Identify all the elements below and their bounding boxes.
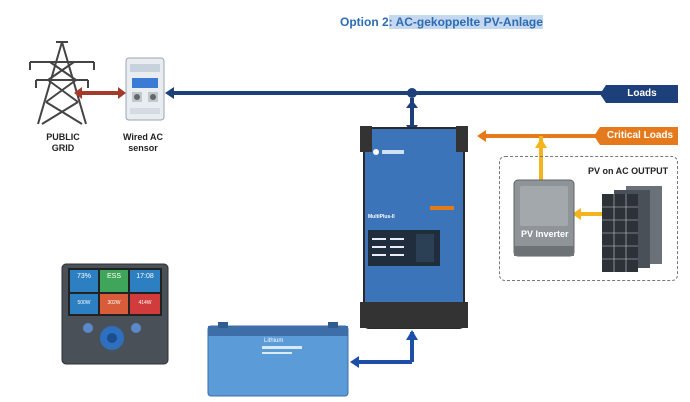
gx-tile-3-top: 17:08: [136, 273, 154, 280]
wired-ac-sensor-label: Wired AC sensor: [110, 132, 176, 154]
loads-label: Loads: [627, 88, 657, 99]
battery-icon: [207, 322, 349, 397]
public-grid-label: PUBLIC GRID: [38, 132, 88, 154]
gx-tile-1-bottom: 500W: [77, 300, 91, 306]
pv-link: [535, 136, 602, 220]
transmission-tower-icon: [29, 41, 95, 125]
critical-loads-label: Critical Loads: [606, 130, 674, 141]
title-prefix: Option 2: [340, 15, 389, 29]
gx-display-icon: [61, 263, 169, 365]
multiplus-name: MultiPlus-II: [368, 214, 395, 220]
ac-bus-line: [165, 87, 606, 134]
public-grid-label-line2: GRID: [51, 143, 75, 153]
solar-panel-icon: [602, 186, 662, 272]
ac-sensor-icon: [125, 57, 165, 121]
gx-tile-1-top: 73%: [76, 273, 91, 280]
title-highlight: : AC-gekoppelte PV-Anlage: [388, 15, 543, 29]
public-grid-label-line1: PUBLIC: [46, 132, 80, 142]
loads-node: [600, 85, 678, 103]
grid-link: [74, 87, 126, 99]
gx-tile-2-bottom: 302W: [107, 300, 121, 306]
gx-tile-2-top: ESS: [106, 273, 121, 280]
wired-ac-sensor-label-line1: Wired AC: [122, 132, 164, 142]
pv-inverter-label: PV Inverter: [521, 229, 569, 239]
battery-link: [350, 330, 418, 368]
inverter-charger-icon: [360, 126, 468, 329]
pv-inverter-icon: [513, 179, 575, 257]
pv-output-label: PV on AC OUTPUT: [588, 166, 669, 176]
wired-ac-sensor-label-line2: sensor: [128, 143, 158, 153]
gx-tile-3-bottom: 414W: [138, 300, 152, 306]
diagram-title: Option 2: AC-gekoppelte PV-Anlage: [340, 15, 543, 29]
pv-output-group: [499, 156, 678, 281]
battery-name: Lithium: [264, 338, 284, 344]
